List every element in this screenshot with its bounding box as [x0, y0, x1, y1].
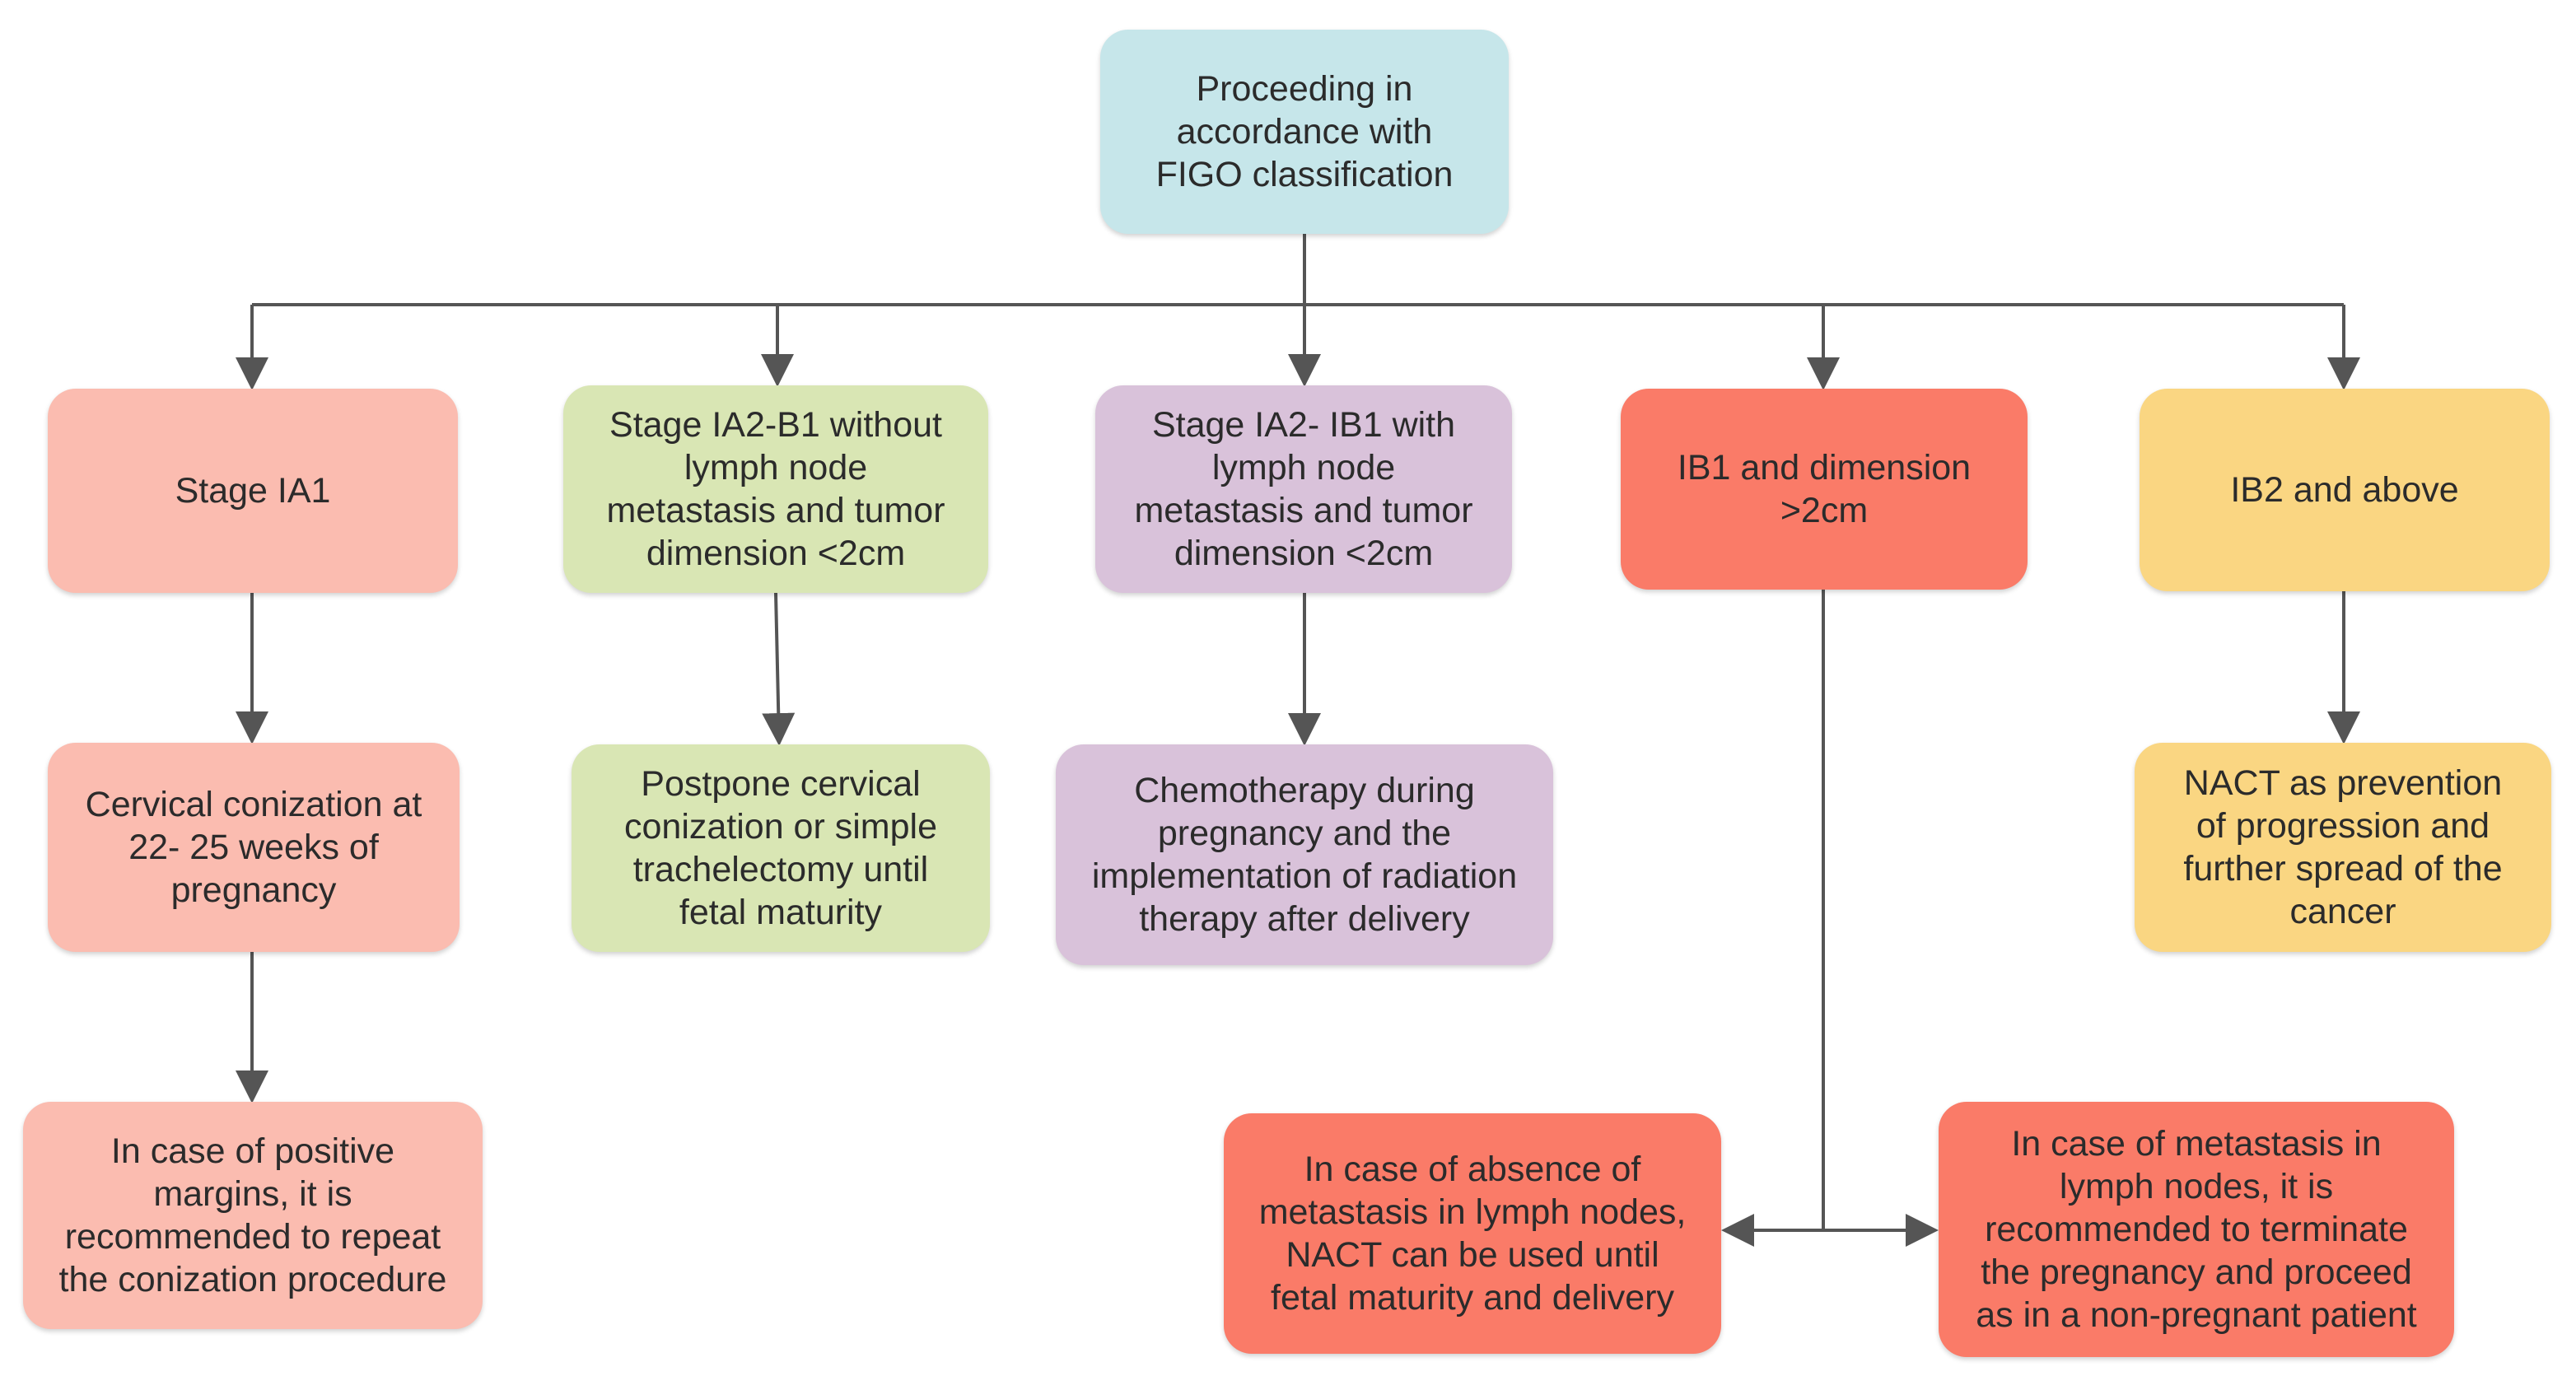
stage-ib2-line: IB2 and above	[2230, 470, 2459, 510]
metastasis-line: lymph nodes, it is	[2059, 1167, 2334, 1206]
root-line: Proceeding in	[1196, 69, 1413, 109]
conization-line: Cervical conization at	[85, 785, 422, 824]
stage-ib1-line: >2cm	[1780, 491, 1869, 530]
nact-prevention-node: NACT as prevention of progression and fu…	[2135, 743, 2551, 952]
stage-ib1-line: IB1 and dimension	[1677, 448, 1972, 487]
connector-without-lymph-to-postpone	[762, 592, 796, 746]
root-line: accordance with	[1176, 112, 1433, 152]
postpone-line: trachelectomy until	[632, 850, 929, 889]
metastasis-line: In case of metastasis in	[2011, 1124, 2382, 1164]
absence-metastasis-line: NACT can be used until	[1286, 1235, 1659, 1275]
nact-line: NACT as prevention	[2183, 763, 2503, 803]
stage-with-lymph-node: Stage IA2- IB1 with lymph node metastasi…	[1095, 385, 1512, 593]
stage-without-lymph-line: lymph node	[684, 448, 868, 487]
nact-line: further spread of the	[2183, 849, 2503, 889]
chemotherapy-recommendation-node: Chemotherapy during pregnancy and the im…	[1056, 744, 1553, 965]
chemotherapy-line: pregnancy and the	[1157, 814, 1452, 853]
metastasis-line: as in a non-pregnant patient	[1976, 1295, 2417, 1335]
positive-margins-line: margins, it is	[153, 1174, 352, 1214]
positive-margins-line: the conization procedure	[58, 1260, 447, 1299]
stage-without-lymph-line: dimension <2cm	[646, 534, 906, 573]
stage-ia1-line: Stage IA1	[175, 471, 331, 511]
stage-ia1-node: Stage IA1	[48, 389, 458, 593]
stage-with-lymph-line: lymph node	[1211, 448, 1396, 487]
stage-with-lymph-line: dimension <2cm	[1174, 534, 1434, 573]
metastasis-line: recommended to terminate	[1985, 1210, 2408, 1249]
chemotherapy-line: therapy after delivery	[1139, 899, 1470, 939]
stage-without-lymph-line: Stage IA2-B1 without	[609, 405, 942, 445]
nact-line: cancer	[2289, 892, 2396, 931]
conization-recommendation-node: Cervical conization at 22- 25 weeks of p…	[48, 743, 460, 952]
absence-metastasis-line: fetal maturity and delivery	[1271, 1278, 1674, 1318]
postpone-line: fetal maturity	[679, 893, 883, 932]
chemotherapy-line: implementation of radiation	[1091, 856, 1518, 896]
postpone-line: conization or simple	[623, 807, 937, 847]
absence-of-metastasis-node: In case of absence of metastasis in lymp…	[1224, 1113, 1721, 1354]
stage-without-lymph-node: Stage IA2-B1 without lymph node metastas…	[563, 385, 988, 593]
stage-with-lymph-line: metastasis and tumor	[1134, 491, 1473, 530]
postpone-conization-node: Postpone cervical conization or simple t…	[572, 744, 990, 952]
positive-margins-node: In case of positive margins, it is recom…	[23, 1102, 483, 1329]
absence-metastasis-line: metastasis in lymph nodes,	[1258, 1192, 1687, 1232]
postpone-line: Postpone cervical	[641, 764, 921, 804]
root-node-figo-classification: Proceeding in accordance with FIGO class…	[1100, 30, 1509, 234]
stage-ib1-over-2cm-node: IB1 and dimension >2cm	[1621, 389, 2028, 590]
positive-margins-line: In case of positive	[110, 1131, 395, 1171]
nact-line: of progression and	[2196, 806, 2490, 846]
conization-line: pregnancy	[170, 870, 337, 910]
absence-metastasis-line: In case of absence of	[1304, 1150, 1641, 1189]
metastasis-in-lymph-nodes-node: In case of metastasis in lymph nodes, it…	[1939, 1102, 2454, 1357]
root-line: FIGO classification	[1155, 155, 1454, 194]
stage-without-lymph-line: metastasis and tumor	[606, 491, 945, 530]
stage-with-lymph-line: Stage IA2- IB1 with	[1151, 405, 1456, 445]
conization-line: 22- 25 weeks of	[128, 828, 379, 867]
metastasis-line: the pregnancy and proceed	[1981, 1252, 2412, 1292]
stage-ib2-and-above-node: IB2 and above	[2140, 389, 2550, 591]
positive-margins-line: recommended to repeat	[64, 1217, 441, 1257]
chemotherapy-line: Chemotherapy during	[1134, 771, 1475, 810]
